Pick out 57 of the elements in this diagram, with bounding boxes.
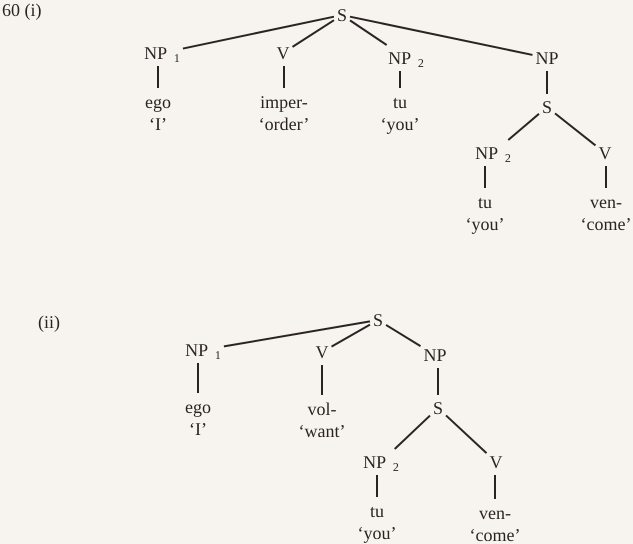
tree-branch: [224, 320, 370, 348]
tree-branch: [399, 71, 401, 88]
word-form: tu: [478, 191, 492, 213]
syntactic-category: V: [316, 342, 328, 362]
tree-branch: [546, 71, 548, 94]
example-number: 60 (i): [2, 0, 42, 20]
gloss-text: ‘you’: [380, 113, 420, 135]
tree-branch: [321, 365, 323, 395]
word-form: vol-: [308, 398, 336, 420]
gloss-text: ‘you’: [358, 522, 396, 544]
syntactic-category: S: [337, 5, 347, 25]
gloss-text: ‘you’: [466, 213, 504, 235]
syntactic-category: S: [373, 310, 383, 330]
word-form: ego: [145, 91, 171, 113]
example-number: (ii): [38, 312, 60, 332]
gloss-text: ‘come’: [470, 524, 520, 544]
tree-branch: [376, 475, 378, 497]
tree-branch: [182, 16, 334, 50]
tree-branch: [292, 19, 335, 48]
tree-branch: [484, 166, 486, 188]
word-form: ego: [185, 396, 211, 418]
tree-branch: [437, 368, 439, 395]
tree-branch: [349, 20, 388, 46]
syntactic-category: NP: [536, 48, 558, 68]
tree-branch: [554, 112, 596, 146]
word-form: tu: [392, 91, 407, 113]
syntactic-category: S: [542, 97, 552, 117]
gloss-text: ‘come’: [580, 213, 632, 235]
tree-branch: [605, 166, 607, 188]
tree-branch: [350, 16, 533, 56]
tree-branch: [385, 324, 422, 347]
gloss-text: ‘order’: [258, 113, 310, 135]
word-form: imper-: [260, 91, 308, 113]
tree-branch: [331, 324, 370, 348]
tree-branch: [283, 66, 285, 88]
syntactic-category: NP: [424, 345, 446, 365]
tree-branch: [394, 414, 431, 450]
tree-branch: [157, 66, 159, 88]
syntactic-category: NP $_{1}$: [144, 43, 180, 63]
syntactic-category: S: [433, 398, 443, 418]
syntactic-category: NP $_{2}$: [363, 452, 399, 472]
syntactic-category: NP $_{1}$: [185, 340, 221, 360]
gloss-text: ‘I’: [149, 113, 167, 135]
syntactic-category: NP $_{2}$: [475, 143, 511, 163]
gloss-text: ‘want’: [298, 420, 346, 442]
syntactic-category: V: [598, 143, 612, 163]
syntactic-category: V: [490, 452, 502, 472]
word-form: ven-: [590, 191, 622, 213]
syntactic-category: V: [276, 43, 290, 63]
tree-branch: [508, 113, 540, 141]
syntactic-category: NP $_{2}$: [388, 48, 424, 68]
tree-branch: [494, 475, 496, 499]
word-form: tu: [370, 500, 384, 522]
tree-branch: [197, 363, 199, 393]
gloss-text: ‘I’: [189, 418, 207, 440]
tree-branch: [445, 414, 488, 454]
word-form: ven-: [479, 502, 511, 524]
